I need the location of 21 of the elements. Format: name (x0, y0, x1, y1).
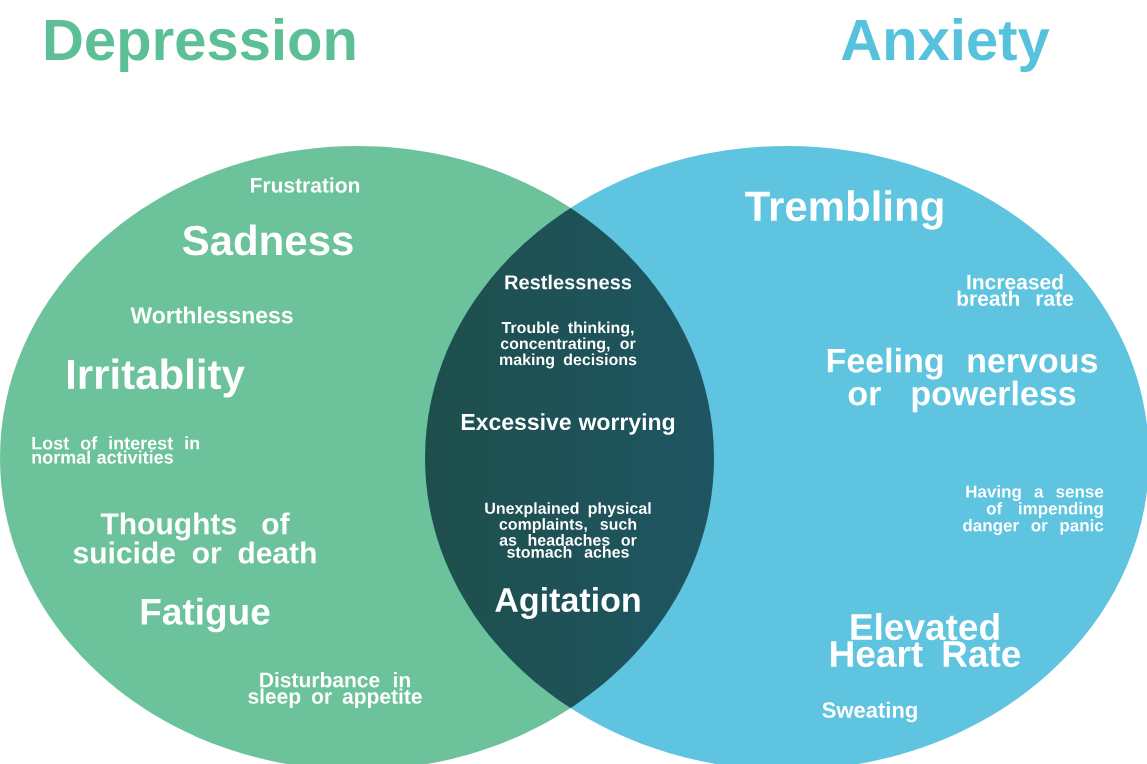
symptom-label: Trembling (745, 190, 943, 230)
symptom-label: Trouble thinking, concentrating, or making decisions (500, 321, 637, 369)
symptom-label: Lost of interest in normal activities (32, 436, 200, 464)
symptom-label: Frustration (251, 177, 360, 193)
heading: Depression (45, 17, 355, 72)
symptom-label: Unexplained physical complaints, such as headaches or stomach aches (485, 502, 651, 558)
symptom-label: Elevated Heart Rate (831, 613, 1021, 667)
symptom-label: Feeling nervous or powerless (827, 347, 1098, 413)
symptom-label: Excessive worrying (461, 413, 675, 435)
heading: Anxiety (841, 17, 1050, 72)
symptom-label: Irritablity (67, 358, 245, 398)
symptom-label: Having a sense of impending danger or panic (963, 485, 1104, 535)
symptom-label: Thoughts of suicide or death (73, 512, 316, 564)
symptom-label: Agitation (495, 587, 640, 619)
symptom-label: Disturbance in sleep or appetite (248, 672, 422, 708)
symptom-label: Increased breath rate (957, 274, 1074, 306)
symptom-label: Restlessness (505, 274, 632, 290)
symptom-label: Worthlessness (130, 306, 293, 324)
symptom-label: Fatigue (141, 597, 270, 633)
symptom-label: Sadness (182, 224, 353, 256)
symptom-label: Sweating (822, 701, 917, 723)
